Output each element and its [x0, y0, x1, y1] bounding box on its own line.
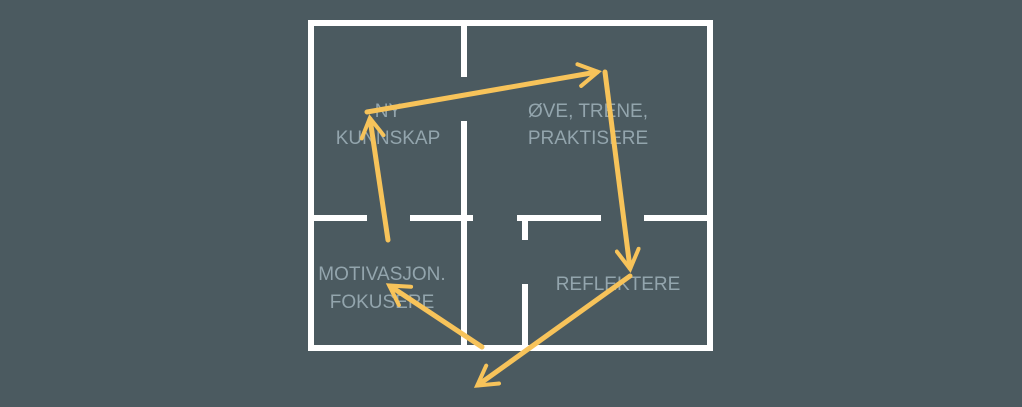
arrow-ny-kunnskap-to-ove-trene — [364, 62, 602, 115]
arrow-outside-to-motivasjon — [385, 283, 485, 350]
floorplan-walls — [308, 20, 713, 351]
room-motivasjon-line1: MOTIVASJON. — [318, 264, 445, 285]
room-ny-kunnskap-line2: KUNNSKAP — [336, 128, 441, 149]
cycle-arrows — [359, 62, 641, 388]
arrow-motivasjon-to-ny-kunnskap — [359, 114, 391, 243]
room-ove-trene-line2: PRAKTISERE — [528, 128, 648, 149]
outer-wall — [308, 20, 713, 351]
arrow-reflektere-to-outside — [473, 273, 633, 388]
arrow-ove-trene-to-reflektere — [602, 69, 641, 273]
room-ove-trene-line1: ØVE, TRENE, — [528, 101, 648, 122]
